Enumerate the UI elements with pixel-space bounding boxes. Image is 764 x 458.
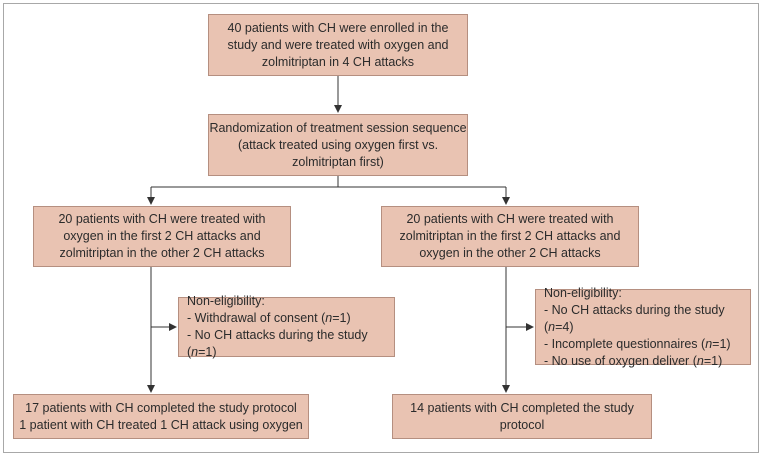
- exclusion-left-box: Non-eligibility: - Withdrawal of consent…: [178, 294, 395, 359]
- exclusion-right-title: Non-eligibility:: [544, 285, 622, 300]
- exclusion-left-title: Non-eligibility:: [187, 294, 265, 308]
- group-left-text: 20 patients with CH were treated with ox…: [58, 212, 266, 260]
- exclusion-left-item: - No CH attacks during the study (n=1): [187, 328, 368, 359]
- result-left-text: 17 patients with CH completed the study …: [19, 400, 303, 432]
- exclusion-left-item: - Withdrawal of consent (n=1): [187, 311, 351, 325]
- group-right-box: 20 patients with CH were treated with zo…: [381, 206, 639, 267]
- exclusion-right-item: - Incomplete questionnaires (n=1): [544, 336, 731, 351]
- result-left-box: 17 patients with CH completed the study …: [13, 394, 309, 439]
- randomization-text: Randomization of treatment session seque…: [209, 120, 467, 169]
- result-right-box: 14 patients with CH completed the study …: [392, 394, 652, 439]
- group-left-box: 20 patients with CH were treated with ox…: [33, 206, 291, 267]
- exclusion-right-box: Non-eligibility: - No CH attacks during …: [535, 286, 751, 368]
- exclusion-right-item: - No use of oxygen deliver (n=1): [544, 353, 723, 368]
- result-right-text: 14 patients with CH completed the study …: [410, 400, 634, 432]
- enrolled-text: 40 patients with CH were enrolled in the…: [227, 20, 449, 69]
- group-right-text: 20 patients with CH were treated with zo…: [399, 212, 621, 260]
- figure-frame: [3, 3, 759, 453]
- randomization-box: Randomization of treatment session seque…: [208, 114, 468, 176]
- enrolled-box: 40 patients with CH were enrolled in the…: [208, 14, 468, 76]
- exclusion-right-item: - No CH attacks during the study (n=4): [544, 302, 725, 334]
